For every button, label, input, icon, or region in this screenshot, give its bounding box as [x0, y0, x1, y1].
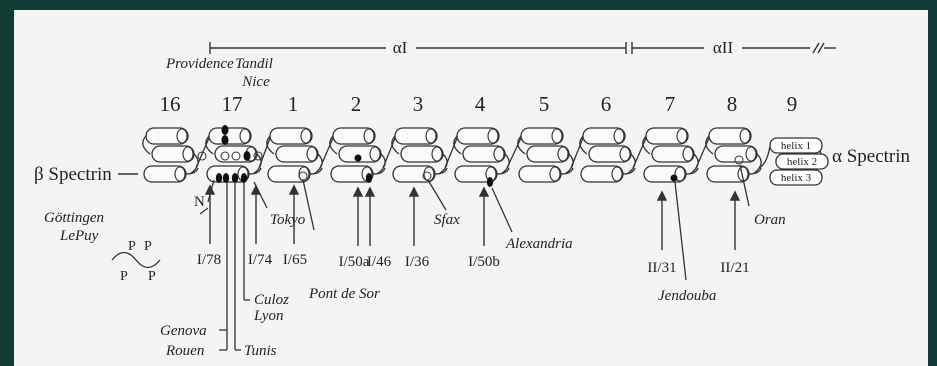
mutation-rouen-label: Rouen — [165, 343, 204, 359]
mutation-marker-filled — [241, 173, 247, 183]
cleavage-label: I/65 — [283, 252, 307, 268]
domain-alpha1-label: αI — [393, 38, 408, 57]
cleavage-label: II/21 — [720, 260, 749, 276]
mutation-oran-label: Oran — [754, 212, 786, 228]
diagram-panel: αI αII 16 17 1 2 3 4 5 6 7 8 9 Providenc… — [14, 10, 928, 366]
cleavage-label: I/50b — [468, 254, 500, 270]
mutation-sfax-label: Sfax — [434, 212, 460, 228]
repeat-linker — [507, 138, 521, 168]
cleavage-label: I/46 — [367, 254, 392, 270]
mutation-alexandria-label: Alexandria — [505, 236, 573, 252]
mutation-labels: Tokyo Pont de Sor Sfax Alexandria Jendou… — [160, 212, 786, 359]
repeat-linker — [445, 138, 457, 168]
repeat-linker — [383, 138, 395, 168]
cleavage-label: I/78 — [197, 252, 221, 268]
repeat-number: 2 — [351, 92, 362, 116]
repeat-number: 8 — [727, 92, 738, 116]
triple-helix-repeat — [143, 128, 198, 182]
mutation-jendouba-label: Jendouba — [658, 288, 716, 304]
mutation-tunis-label: Tunis — [244, 343, 277, 359]
phospho-label: P — [120, 269, 128, 284]
repeat-number: 4 — [475, 92, 486, 116]
alpha-spectrin-label: α Spectrin — [832, 146, 911, 167]
triple-helix-repeat — [267, 128, 322, 182]
mutation-marker-filled — [366, 173, 372, 183]
mutation-pont-de-sor-label: Pont de Sor — [308, 286, 380, 302]
cleavage-labels: I/78 I/74 I/65 I/50a I/46 I/36 I/50b II/… — [197, 252, 750, 276]
mutation-marker-filled — [671, 175, 678, 182]
cleavage-label: I/74 — [248, 252, 273, 268]
phospho-label: P — [144, 239, 152, 254]
domain-brackets — [210, 42, 836, 54]
domain-alpha2-label: αII — [713, 38, 734, 57]
repeat-linker — [633, 138, 646, 168]
mutation-marker-filled — [223, 173, 229, 183]
repeat-number: 1 — [288, 92, 299, 116]
repeat-number: 17 — [222, 92, 243, 116]
triple-helix-repeat — [392, 128, 447, 182]
repeat-units — [143, 128, 770, 182]
triple-helix-repeat — [454, 128, 509, 182]
repeat-number: 5 — [539, 92, 550, 116]
mutation-tandil-label: Tandil — [235, 56, 273, 72]
triple-helix-repeat — [580, 128, 635, 182]
mutation-marker-filled — [222, 135, 229, 145]
n-terminal-label: N — [194, 194, 205, 210]
mutation-gottingen-label: Göttingen — [44, 210, 104, 226]
triple-helix-repeat — [643, 128, 698, 182]
mutation-marker-filled — [487, 177, 493, 187]
cleavage-label: I/50a — [339, 254, 370, 270]
helix-2-label: helix 2 — [787, 156, 817, 168]
cleavage-label: I/36 — [405, 254, 430, 270]
triple-helix-repeat — [518, 128, 573, 182]
mutation-providence-label: Providence — [165, 56, 234, 72]
mutation-marker-filled — [216, 173, 222, 183]
mutation-genova-label: Genova — [160, 323, 207, 339]
spectrin-diagram: αI αII 16 17 1 2 3 4 5 6 7 8 9 Providenc… — [14, 10, 928, 366]
mutation-lyon-label: Lyon — [253, 308, 284, 324]
cleavage-label: II/31 — [647, 260, 676, 276]
mutation-lepuy-label: LePuy — [59, 228, 99, 244]
repeat-linker — [696, 138, 709, 168]
repeat-linker — [571, 138, 583, 168]
repeat-number: 6 — [601, 92, 612, 116]
mutation-marker-filled — [244, 151, 251, 161]
mutation-marker-filled — [232, 173, 238, 183]
repeat-linker — [320, 138, 333, 168]
mutation-culoz-label: Culoz — [254, 292, 289, 308]
helix-3-label: helix 3 — [781, 172, 812, 184]
mutation-nice-label: Nice — [241, 74, 270, 90]
phospho-tail — [112, 253, 160, 268]
helix-1-label: helix 1 — [781, 140, 811, 152]
phospho-label: P — [148, 269, 156, 284]
repeat-number: 9 — [787, 92, 798, 116]
triple-helix-repeat — [706, 128, 761, 182]
phospho-label: P — [128, 239, 136, 254]
repeat-numbers: 16 17 1 2 3 4 5 6 7 8 9 — [160, 92, 798, 116]
mutation-tokyo-label: Tokyo — [270, 212, 306, 228]
mutation-marker-filled — [355, 155, 362, 162]
repeat-number: 16 — [160, 92, 181, 116]
repeat-number: 3 — [413, 92, 424, 116]
beta-spectrin-label: β Spectrin — [34, 164, 112, 185]
repeat-number: 7 — [665, 92, 676, 116]
mutation-marker-filled — [222, 125, 229, 135]
repeat-linker — [196, 138, 209, 168]
